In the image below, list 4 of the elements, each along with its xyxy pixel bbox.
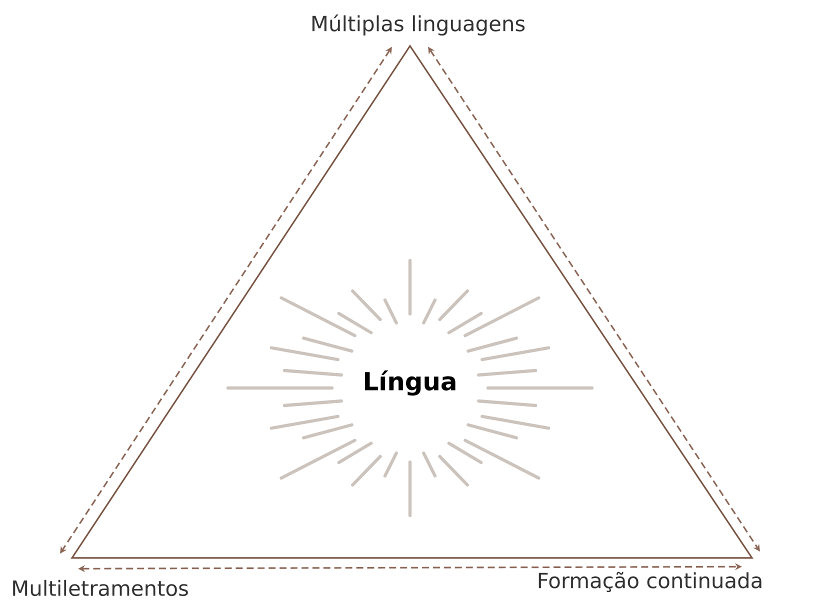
- vertex-label: Formação continuada: [538, 572, 762, 592]
- vertex-label: Multiletramentos: [13, 580, 188, 596]
- vertex-label: Múltiplas linguagens: [312, 14, 525, 36]
- center-label: Língua: [365, 370, 456, 396]
